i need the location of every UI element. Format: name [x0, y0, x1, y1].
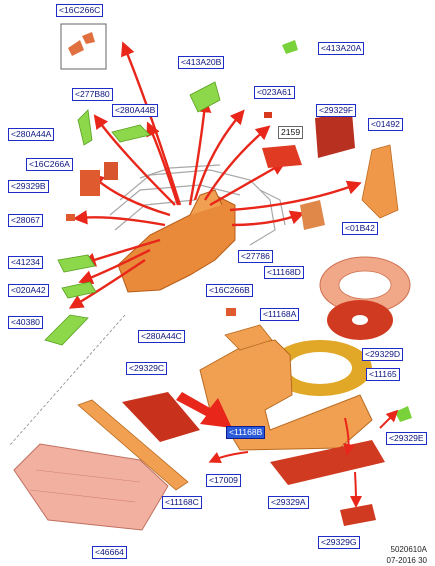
callout-29329e[interactable]: <29329E [386, 432, 427, 445]
callout-277b80[interactable]: <277B80 [72, 88, 113, 101]
callout-29329d[interactable]: <29329D [362, 348, 404, 361]
callout-29329f[interactable]: <29329F [316, 104, 357, 117]
callout-29329g[interactable]: <29329G [318, 536, 360, 549]
bracket-280a44a [77, 109, 93, 146]
part-2159 [262, 145, 302, 168]
bracket-41234 [57, 254, 96, 273]
callout-16c266c[interactable]: <16C266C [56, 4, 104, 17]
callout-16c266b[interactable]: <16C266B [206, 284, 253, 297]
callout-11168b[interactable]: <11168B [226, 426, 266, 439]
callout-40380[interactable]: <40380 [8, 316, 43, 329]
callout-11165[interactable]: <11165 [366, 368, 400, 381]
callout-29329b[interactable]: <29329B [8, 180, 49, 193]
side-panel [117, 194, 236, 293]
callout-023a61[interactable]: <023A61 [254, 86, 295, 99]
clip-29329e [395, 406, 412, 422]
callout-41234[interactable]: <41234 [8, 256, 43, 269]
callout-01b42[interactable]: <01B42 [342, 222, 378, 235]
callout-280a44c[interactable]: <280A44C [138, 330, 185, 343]
undertray-46664 [13, 443, 169, 531]
callout-11168c[interactable]: <11168C [162, 496, 202, 509]
callout-413a20b[interactable]: <413A20B [178, 56, 225, 69]
cover-01492 [361, 144, 399, 219]
beam-11168c [77, 399, 189, 491]
cap-01b42 [300, 200, 325, 230]
callout-01492[interactable]: <01492 [368, 118, 403, 131]
bracket-020a42 [61, 281, 97, 299]
callout-11168d[interactable]: <11168D [264, 266, 304, 279]
clip-413a20a [282, 40, 298, 54]
callout-2159[interactable]: 2159 [278, 126, 304, 139]
callout-280a44a[interactable]: <280A44A [8, 128, 55, 141]
bracket-413a20b [189, 81, 221, 113]
callout-46664[interactable]: <46664 [92, 546, 127, 559]
callout-280a44b[interactable]: <280A44B [112, 104, 159, 117]
pad-29329g [340, 504, 376, 526]
callout-11168a[interactable]: <11168A [260, 308, 300, 321]
callout-16c266a[interactable]: <16C266A [26, 158, 73, 171]
bracket-40380 [44, 314, 89, 346]
callout-29329a[interactable]: <29329A [268, 496, 309, 509]
callout-413a20a[interactable]: <413A20A [318, 42, 365, 55]
bracket-280a44b [111, 124, 151, 143]
figure-code: 5020610A [390, 545, 427, 554]
body-frame [109, 164, 286, 246]
callout-29329c[interactable]: <29329C [126, 362, 168, 375]
callout-27786[interactable]: <27786 [238, 250, 273, 263]
pad-29329f [315, 112, 355, 158]
callout-020a42[interactable]: <020A42 [8, 284, 49, 297]
pad-29329a [270, 440, 385, 485]
callout-17009[interactable]: <17009 [206, 474, 241, 487]
pad-29329c [122, 392, 200, 442]
figure-date: 07-2016 30 [386, 556, 427, 565]
callout-28067[interactable]: <28067 [8, 214, 43, 227]
